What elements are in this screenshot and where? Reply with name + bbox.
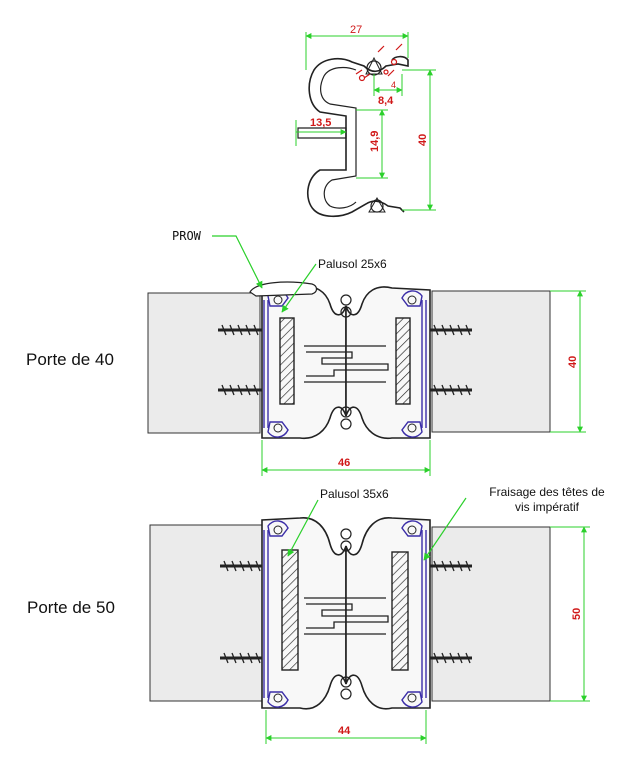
top-red-marks <box>355 43 403 82</box>
door50-interlock-rails <box>304 597 386 635</box>
door50-dim-width: 44 <box>338 725 351 737</box>
door40-screw-bosses <box>273 295 417 433</box>
dim-top-width: 27 <box>350 24 362 36</box>
door50-left-leaf <box>149 524 263 702</box>
door50-seal-right <box>391 551 409 671</box>
door40-screws <box>218 324 472 396</box>
door50-screws <box>220 560 472 664</box>
door50-callout-leaders <box>287 497 467 561</box>
door40-left-leaf <box>147 292 261 434</box>
callout-palusol-35x6: Palusol 35x6 <box>320 487 389 501</box>
door50-dimension-lines <box>265 526 590 744</box>
door40-dim-height: 40 <box>567 356 579 368</box>
door40-seal-right <box>395 317 411 405</box>
dim-top-slot: 14,9 <box>369 131 381 152</box>
door40-dimension-lines <box>261 290 586 476</box>
door50-center-interlock <box>306 603 389 629</box>
door40-center-bumps <box>340 294 352 430</box>
door40-center-interlock <box>306 351 389 377</box>
top-profile-outline <box>307 55 409 218</box>
callout-milling-line1: Fraisage des têtes de <box>489 485 605 499</box>
label-porte-50: Porte de 50 <box>27 598 115 617</box>
top-profile-slot <box>297 127 347 139</box>
door50-right-leaf <box>431 526 551 702</box>
label-porte-40: Porte de 40 <box>26 350 114 369</box>
dim-top-height: 40 <box>417 134 429 146</box>
door50-assembly: 44 50 <box>149 497 590 744</box>
door40-right-profile <box>345 286 431 440</box>
callout-palusol-25x6: Palusol 25x6 <box>318 257 387 271</box>
top-boss-bottom-tri <box>368 196 386 213</box>
dim-top-small-a: 8,4 <box>378 95 394 107</box>
door50-seal-left <box>281 549 299 671</box>
door50-center-bumps <box>340 528 352 700</box>
door40-right-leaf <box>431 290 551 433</box>
dim-top-small-b: 4 <box>391 80 396 90</box>
door40-interlock-rails <box>304 345 386 383</box>
door50-dim-height: 50 <box>571 608 583 620</box>
door50-screw-bosses <box>273 525 417 703</box>
callout-milling-line2: vis impératif <box>514 500 579 514</box>
door50-left-profile <box>261 517 347 710</box>
door40-assembly: 46 40 <box>147 235 586 476</box>
door40-left-profile <box>261 286 347 440</box>
callout-milling-note: Fraisage des têtes de vis impératif <box>468 485 626 515</box>
top-dimension-lines <box>295 32 436 211</box>
door40-seal-left <box>279 317 295 405</box>
door40-dim-width: 46 <box>338 457 350 469</box>
door50-gaskets <box>263 520 427 708</box>
dim-top-lip: 13,5 <box>310 117 331 129</box>
door50-right-profile <box>345 517 431 710</box>
door40-callout-leaders <box>212 235 317 313</box>
callout-prow: PROW <box>172 229 201 243</box>
top-profile-inner <box>320 66 357 209</box>
top-profile-detail: 27 8,4 4 13,5 14,9 40 <box>295 24 436 218</box>
